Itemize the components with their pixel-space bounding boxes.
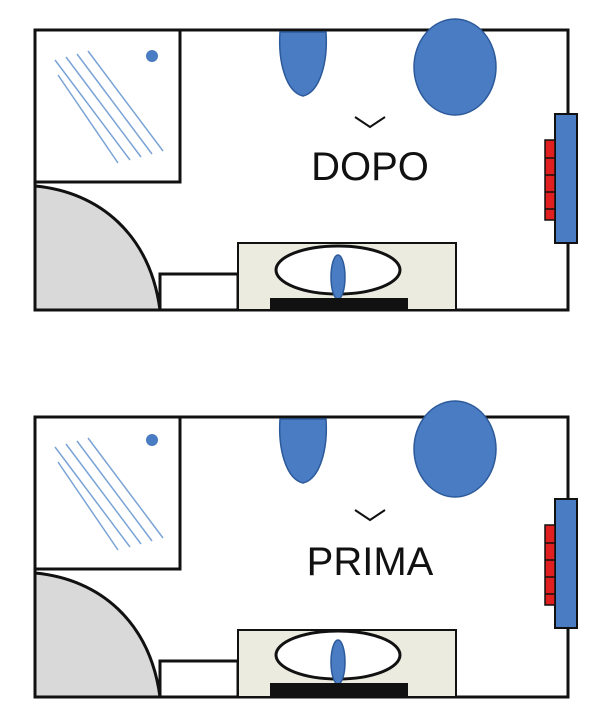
shower-drain-icon <box>146 50 158 62</box>
bidet-icon <box>278 31 328 97</box>
radiator-icon <box>544 113 578 244</box>
toilet-icon <box>413 400 497 498</box>
toilet-icon <box>413 18 497 116</box>
bidet-icon <box>278 418 328 484</box>
faucet-icon <box>330 254 346 300</box>
chevron-down-icon <box>354 116 386 129</box>
shower-drain-icon <box>146 434 158 446</box>
sink-icon <box>237 242 457 311</box>
floor-plan-prima: PRIMA <box>33 400 578 699</box>
shower-tray-icon <box>33 28 182 184</box>
faucet-icon <box>330 639 346 685</box>
wall-segment <box>158 659 240 699</box>
plan-label-prima: PRIMA <box>307 540 434 584</box>
chevron-down-icon <box>354 509 386 522</box>
radiator-icon <box>544 498 578 629</box>
plan-label-dopo: DOPO <box>311 145 429 189</box>
floor-plan-dopo: DOPO <box>33 18 578 312</box>
shower-tray-icon <box>33 415 182 571</box>
wall-segment <box>158 272 240 312</box>
sink-icon <box>237 629 457 698</box>
